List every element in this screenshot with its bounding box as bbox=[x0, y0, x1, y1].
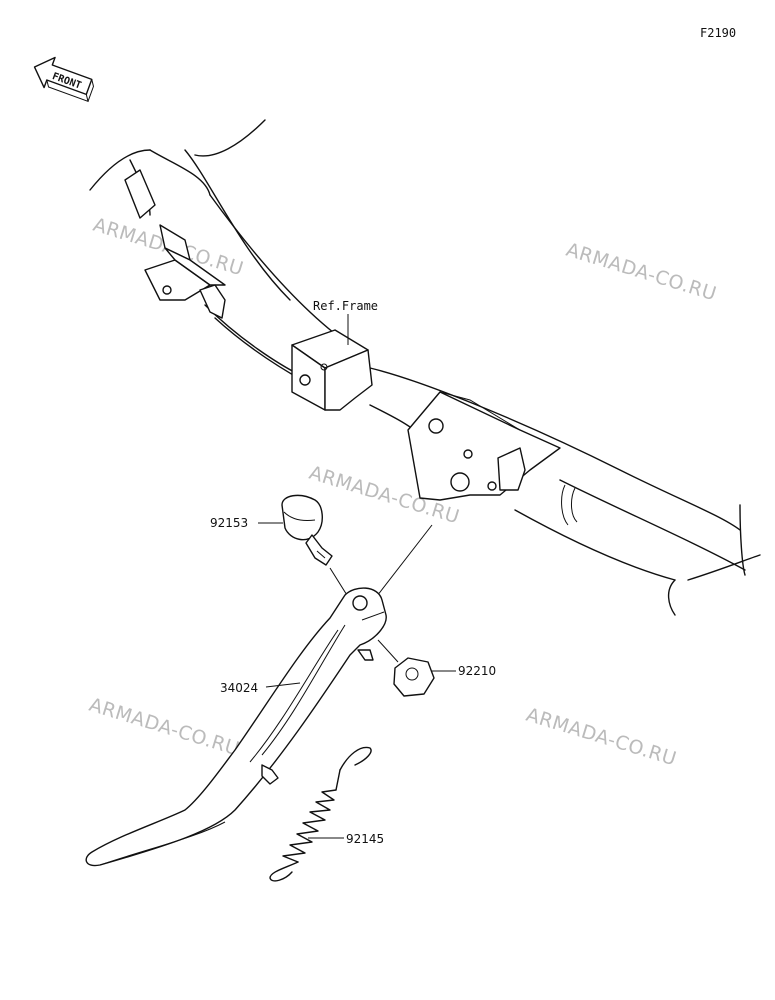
nut-part bbox=[393, 657, 435, 697]
ref-frame-label: Ref.Frame bbox=[313, 299, 378, 313]
watermark-4: ARMADA-CO.RU bbox=[87, 694, 243, 761]
bolt-part bbox=[281, 494, 333, 566]
watermark-5: ARMADA-CO.RU bbox=[524, 704, 680, 771]
diagram-code: F2190 bbox=[700, 26, 736, 40]
part-leader-34024 bbox=[265, 682, 301, 688]
frame-reference bbox=[89, 119, 761, 616]
part-label-92153[interactable]: 92153 bbox=[210, 516, 248, 530]
watermark-2: ARMADA-CO.RU bbox=[564, 239, 720, 306]
front-arrow-icon: FRONT bbox=[33, 56, 94, 103]
part-label-92145[interactable]: 92145 bbox=[346, 832, 384, 846]
pivot-leader bbox=[369, 524, 433, 606]
side-stand-part bbox=[85, 587, 387, 867]
part-label-34024[interactable]: 34024 bbox=[220, 681, 258, 695]
part-label-92210[interactable]: 92210 bbox=[458, 664, 496, 678]
spring-part bbox=[269, 746, 372, 882]
